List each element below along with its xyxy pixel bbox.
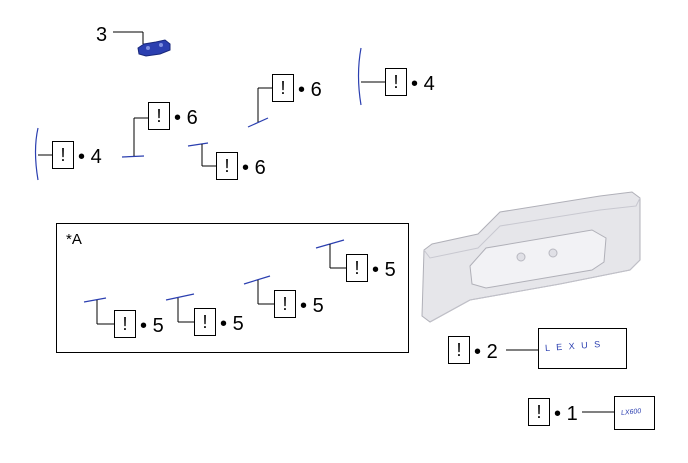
part-number-5-b: 5 <box>232 313 244 335</box>
bullet-5-b: • 5 <box>220 314 244 334</box>
bullet-dot: • <box>298 79 306 101</box>
inset-frame-a <box>56 223 409 353</box>
bullet-dot: • <box>220 313 228 335</box>
part-number-3: 3 <box>96 24 108 46</box>
callout-box-4-left: ! <box>52 141 74 169</box>
clip-mark-5-c <box>243 275 271 285</box>
part-number-5-d: 5 <box>384 259 396 281</box>
clip-mark-5-a <box>83 297 107 303</box>
clip-mark-6-left <box>121 155 145 158</box>
bullet-5-c: • 5 <box>300 296 324 316</box>
bullet-dot: • <box>554 403 562 425</box>
bullet-2: • 2 <box>474 342 498 362</box>
bullet-5-a: • 5 <box>140 316 164 336</box>
bullet-6-mid: • 6 <box>242 158 266 178</box>
part-3-bracket <box>137 39 171 57</box>
part-number-4-left: 4 <box>90 146 102 168</box>
part-number-5-c: 5 <box>312 295 324 317</box>
bullet-4-right: • 4 <box>411 74 435 94</box>
bullet-dot: • <box>474 341 482 363</box>
callout-box-6-mid: ! <box>216 152 238 180</box>
bullet-6-upper: • 6 <box>298 80 322 100</box>
callout-box-2: ! <box>448 336 470 364</box>
part-number-6-mid: 6 <box>254 157 266 179</box>
lexus-emblem-frame: L E X U S <box>538 328 627 369</box>
bullet-dot: • <box>411 73 419 95</box>
bullet-dot: • <box>140 315 148 337</box>
clip-mark-4-right <box>357 47 362 106</box>
part-number-6-upper: 6 <box>310 79 322 101</box>
clip-mark-6-mid <box>187 142 209 147</box>
lx600-badge-text: LX600 <box>620 407 642 418</box>
bullet-dot: • <box>300 295 308 317</box>
clip-mark-5-b <box>165 293 195 301</box>
bullet-6-left: • 6 <box>174 108 198 128</box>
callout-box-6-upper: ! <box>272 74 294 102</box>
bullet-5-d: • 5 <box>372 260 396 280</box>
callout-box-5-c: ! <box>274 290 296 318</box>
callout-box-5-d: ! <box>346 254 368 282</box>
bullet-1: • 1 <box>554 404 578 424</box>
back-door-garnish-panel <box>421 191 641 323</box>
bullet-dot: • <box>78 146 86 168</box>
part-number-2: 2 <box>486 341 498 363</box>
clip-mark-6-upper <box>247 117 269 128</box>
part-number-1: 1 <box>566 403 578 425</box>
clip-mark-4-left <box>34 127 39 181</box>
part-number-5-a: 5 <box>152 315 164 337</box>
lx600-badge-frame: LX600 <box>614 396 655 430</box>
callout-box-1: ! <box>528 398 550 426</box>
part-number-4-right: 4 <box>423 73 435 95</box>
bullet-dot: • <box>242 157 250 179</box>
bullet-dot: • <box>372 259 380 281</box>
bullet-dot: • <box>174 107 182 129</box>
callout-box-6-left: ! <box>148 102 170 130</box>
callout-box-4-right: ! <box>385 68 407 96</box>
inset-label: *A <box>66 231 82 248</box>
bullet-4-left: • 4 <box>78 147 102 167</box>
callout-box-5-b: ! <box>194 308 216 336</box>
part-number-6-left: 6 <box>186 107 198 129</box>
callout-box-5-a: ! <box>114 310 136 338</box>
lexus-emblem-text: L E X U S <box>544 339 603 353</box>
